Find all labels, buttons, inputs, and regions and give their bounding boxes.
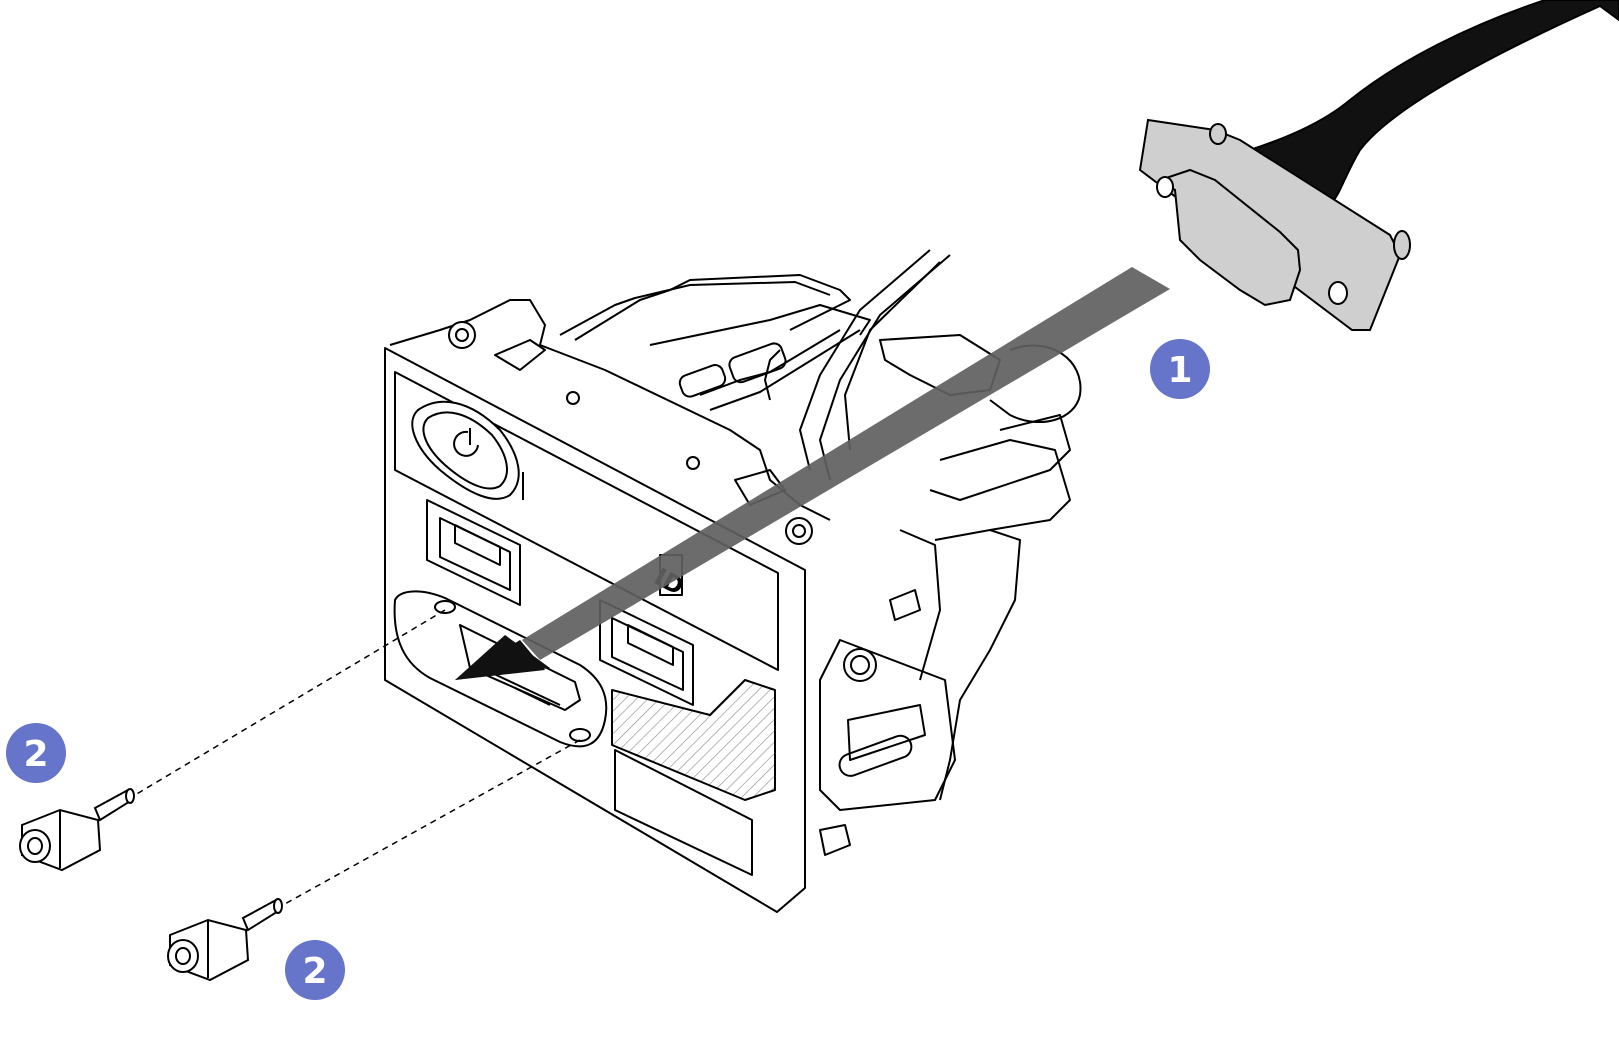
callout-2a: 2 [6,723,66,783]
front-io-assembly [384,249,1082,913]
callout-1-label: 1 [1167,350,1192,391]
callout-2b: 2 [285,940,345,1000]
insertion-arrow [455,267,1170,680]
callout-1: 1 [1150,339,1210,399]
standoff-screw-1 [19,788,135,872]
screw-guide-lines [134,609,581,906]
vga-cable [1247,0,1619,207]
standoff-screw-2 [167,898,283,982]
callout-2b-label: 2 [302,951,327,992]
vga-connector [1138,118,1411,331]
callout-2a-label: 2 [23,734,48,775]
